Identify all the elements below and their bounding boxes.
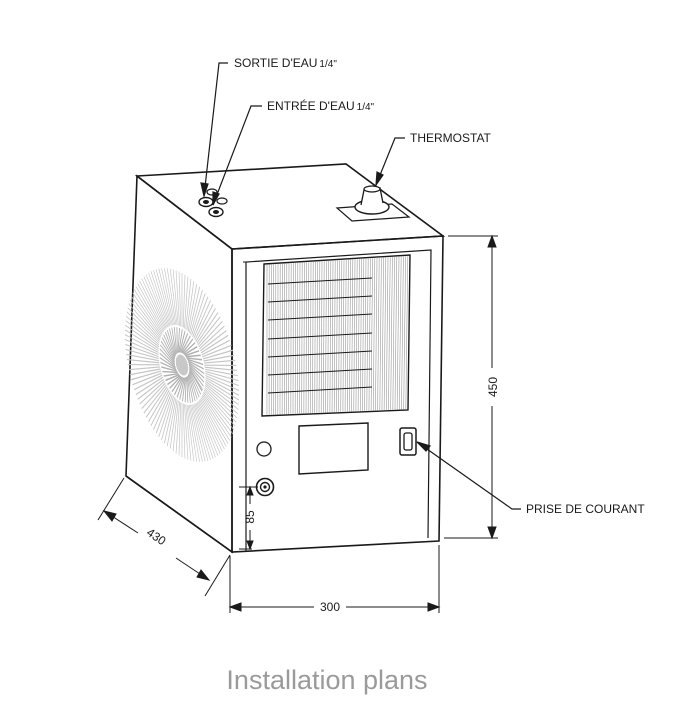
dimension-lines [97, 234, 498, 613]
dimension-width-label: 300 [320, 600, 340, 614]
power-socket-icon [399, 427, 417, 456]
radiator-grille [261, 254, 411, 417]
leader-thermostat [375, 137, 405, 186]
diagram-caption: Installation plans [226, 665, 427, 695]
label-power-socket: PRISE DE COURANT [526, 502, 645, 516]
leader-water-inlet [212, 105, 262, 206]
front-connector-icon [255, 477, 275, 497]
dimension-height-label: 450 [486, 377, 500, 397]
front-inner-frame [245, 249, 432, 552]
display-window [298, 422, 369, 475]
leader-power-socket [416, 441, 521, 510]
leader-lines [200, 62, 521, 510]
dimension-outlet-height-label: 85 [243, 510, 257, 524]
fan-grille-icon [124, 268, 240, 462]
indicator-light-icon [256, 441, 272, 457]
thermostat-knob-icon [335, 185, 411, 222]
cabinet [125, 163, 446, 554]
dimension-depth-label: 430 [144, 525, 169, 548]
cabinet-top-panel [134, 163, 446, 250]
leader-water-outlet [203, 62, 228, 197]
cabinet-front-panel [231, 235, 444, 553]
label-thermostat: THERMOSTAT [410, 131, 492, 145]
